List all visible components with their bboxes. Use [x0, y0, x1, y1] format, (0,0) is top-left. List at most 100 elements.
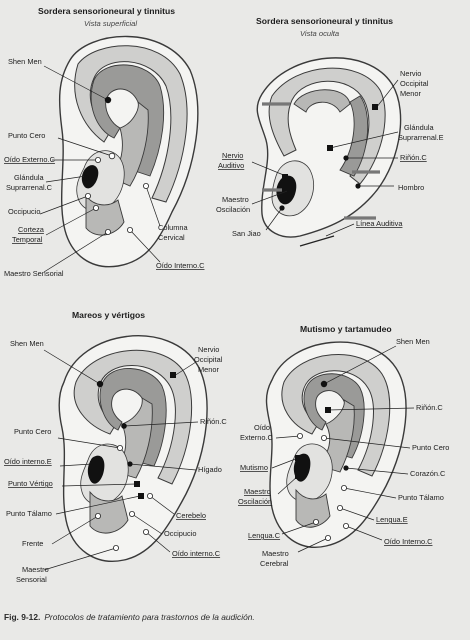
- label-glandula-suprarrenal-2: Suprarrenal.E: [398, 133, 444, 142]
- panel-title: Mareos y vértigos: [72, 310, 145, 320]
- acupoint-marker: [355, 183, 361, 189]
- label-corteza-temporal-2: Temporal: [12, 235, 43, 244]
- label-punto-vertigo: Punto Vértigo: [8, 479, 53, 488]
- acupoints: [90, 372, 176, 552]
- label-oido-interno: Oído Interno.C: [384, 537, 433, 546]
- label-maestro-oscilacion-2: Oscilación: [238, 497, 272, 506]
- leader-lines: [39, 65, 161, 273]
- acupoint-marker: [142, 529, 149, 536]
- acupoint-marker: [113, 545, 120, 552]
- label-lengua-e: Lengua.E: [376, 515, 408, 524]
- panel-mareos-vertigos: Mareos y vértigos: [4, 310, 227, 584]
- label-linea-auditiva: Línea Auditiva: [356, 219, 403, 228]
- label-nervio-auditivo-2: Auditivo: [218, 161, 244, 170]
- acupoint-marker: [95, 513, 102, 520]
- leader-lines: [251, 79, 399, 237]
- acupoints: [295, 380, 349, 542]
- leader-lines: [43, 349, 199, 571]
- label-columna-cervical-2: Cervical: [158, 233, 185, 242]
- acupoint-marker: [336, 504, 343, 511]
- label-higado: Hígado: [198, 465, 222, 474]
- label-punto-cero: Punto Cero: [412, 443, 449, 452]
- label-frente: Frente: [22, 539, 43, 548]
- label-shen-men: Shen Men: [396, 337, 430, 346]
- label-glandula-suprarrenal-1: Glándula: [404, 123, 434, 132]
- label-maestro-oscilacion-1: Maestro: [244, 487, 271, 496]
- acupoint-marker: [372, 104, 378, 110]
- label-cerebelo: Cerebelo: [176, 511, 206, 520]
- acupoint-marker: [320, 380, 328, 388]
- acupoint-marker: [134, 481, 140, 487]
- label-nervio-auditivo-1: Nervio: [222, 151, 243, 160]
- acupoint-marker: [85, 192, 92, 199]
- label-columna-cervical-1: Columna: [158, 223, 188, 232]
- acupoint-marker: [342, 523, 349, 530]
- acupoint-marker: [296, 432, 303, 439]
- acupoint-marker: [117, 444, 124, 451]
- point-labels: Shen Men Nervio Occipital Menor Riñón.C …: [4, 339, 227, 584]
- label-san-jiao: San Jiao: [232, 229, 261, 238]
- point-labels: Shen Men Riñón.C Oído Externo.C Punto Ce…: [238, 337, 449, 568]
- acupoint-marker: [108, 152, 116, 160]
- figure-caption: Fig. 9-12. Protocolos de tratamiento para…: [4, 612, 255, 622]
- acupoint-marker: [325, 407, 331, 413]
- label-oido-externo: Oído Externo.C: [4, 155, 56, 164]
- label-glandula-suprarrenal-2: Suprarrenal.C: [6, 183, 53, 192]
- figure-number: Fig. 9-12.: [4, 612, 40, 622]
- acupoint-marker: [327, 145, 333, 151]
- acupoint-marker: [343, 155, 349, 161]
- label-maestro-cerebral-2: Cerebral: [260, 559, 289, 568]
- ear-illustration: [256, 57, 402, 247]
- label-maestro-sensorial: Maestro Sensorial: [4, 269, 64, 278]
- label-maestro-sensorial-2: Sensorial: [16, 575, 47, 584]
- label-punto-talamo: Punto Tálamo: [6, 509, 52, 518]
- acupoints: [279, 104, 378, 211]
- panel-title: Mutismo y tartamudeo: [300, 324, 392, 334]
- acupoint-marker: [295, 455, 301, 461]
- acupoint-marker: [127, 226, 134, 233]
- label-corteza-temporal-1: Corteza: [18, 225, 45, 234]
- panel-hidden-view: Sordera sensorioneural y tinnitus Vista …: [216, 16, 444, 247]
- panel-subtitle: Vista oculta: [300, 29, 339, 38]
- figure-caption-text: Protocolos de tratamiento para trastorno…: [44, 612, 254, 622]
- acupoint-marker: [282, 174, 288, 180]
- acupoint-marker: [128, 510, 135, 517]
- acupoint-marker: [138, 493, 144, 499]
- label-oido-interno-e: Oído interno.E: [4, 457, 52, 466]
- label-oido-externo-2: Externo.C: [240, 433, 274, 442]
- acupoint-marker: [83, 175, 89, 181]
- label-shen-men: Shen Men: [8, 57, 42, 66]
- ear-canal-icon: [276, 175, 297, 205]
- label-rinon: Riñón.C: [400, 153, 427, 162]
- acupoint-marker: [146, 492, 153, 499]
- acupoint-marker: [324, 535, 331, 542]
- acupoint-marker: [90, 461, 96, 467]
- panel-superficial-view: Sordera sensorioneural y tinnitus Vista …: [4, 6, 205, 278]
- acupoint-marker: [95, 156, 102, 163]
- label-punto-cero: Punto Cero: [14, 427, 51, 436]
- ear-illustration: [265, 341, 407, 548]
- acupoint-marker: [105, 228, 112, 235]
- label-oido-externo-1: Oído: [254, 423, 270, 432]
- acupoint-marker: [279, 205, 285, 211]
- acupoint-marker: [121, 423, 127, 429]
- label-maestro-oscilacion-1: Maestro: [222, 195, 249, 204]
- acupoint-marker: [127, 461, 133, 467]
- label-occipucio: Occipucio: [8, 207, 40, 216]
- acupoint-marker: [320, 434, 327, 441]
- label-rinon: Riñón.C: [200, 417, 227, 426]
- acupoint-marker: [287, 187, 293, 193]
- panel-title: Sordera sensorioneural y tinnitus: [256, 16, 393, 26]
- label-maestro-sensorial-1: Maestro: [22, 565, 49, 574]
- label-corazon: Corazón.C: [410, 469, 446, 478]
- label-oido-interno: Oído Interno.C: [156, 261, 205, 270]
- acupoint-marker: [343, 465, 349, 471]
- acupoint-marker: [295, 473, 301, 479]
- ear-illustration: [58, 335, 208, 562]
- acupoint-marker: [312, 519, 319, 526]
- label-nervio-occipital-1: Nervio: [198, 345, 219, 354]
- label-punto-talamo: Punto Tálamo: [398, 493, 444, 502]
- label-maestro-cerebral-1: Maestro: [262, 549, 289, 558]
- point-labels: Nervio Occipital Menor Glándula Suprarre…: [216, 69, 444, 238]
